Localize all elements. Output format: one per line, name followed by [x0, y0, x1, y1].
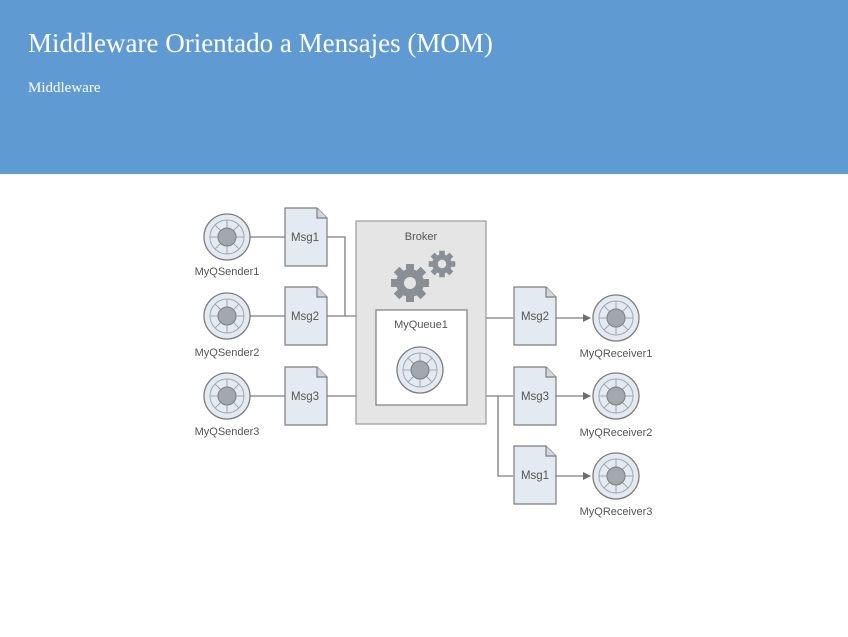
- sender-label: MyQSender3: [195, 426, 260, 438]
- slide-title: Middleware Orientado a Mensajes (MOM): [28, 28, 493, 58]
- sender-2: MyQSender2: [195, 292, 260, 359]
- queue-node-icon: [396, 346, 444, 394]
- node-icon: [592, 372, 640, 420]
- message-label: Msg1: [291, 232, 319, 244]
- sender-label: MyQSender1: [195, 266, 260, 278]
- node-icon: [592, 294, 640, 342]
- sender-message-1: Msg1: [284, 207, 328, 267]
- node-icon: [203, 213, 251, 261]
- node-icon: [592, 452, 640, 500]
- node-icon: [203, 292, 251, 340]
- broker: Broker MyQueue1: [355, 220, 487, 425]
- receiver-3: MyQReceiver3: [580, 452, 653, 518]
- receiver-message-3: Msg1: [513, 445, 557, 505]
- slide-subtitle: Middleware: [28, 80, 101, 96]
- broker-label: Broker: [405, 231, 438, 243]
- sender-message-2: Msg2: [284, 286, 328, 346]
- receiver-label: MyQReceiver2: [580, 427, 653, 439]
- message-label: Msg2: [521, 311, 549, 323]
- receiver-message-1: Msg2: [513, 286, 557, 346]
- slide-header: Middleware Orientado a Mensajes (MOM) Mi…: [0, 0, 848, 174]
- connector-msg1-in: [327, 236, 346, 316]
- connector-queue-out3: [497, 396, 513, 477]
- receiver-2: MyQReceiver2: [580, 372, 653, 439]
- message-label: Msg2: [291, 311, 319, 323]
- sender-label: MyQSender2: [195, 347, 260, 359]
- receiver-message-2: Msg3: [513, 366, 557, 426]
- node-icon: [203, 372, 251, 420]
- receiver-1: MyQReceiver1: [580, 294, 653, 360]
- message-label: Msg1: [521, 470, 549, 482]
- queue-label: MyQueue1: [394, 319, 448, 331]
- receiver-label: MyQReceiver3: [580, 506, 653, 518]
- receiver-label: MyQReceiver1: [580, 348, 653, 360]
- message-label: Msg3: [521, 391, 549, 403]
- sender-1: MyQSender1: [195, 213, 260, 278]
- sender-3: MyQSender3: [195, 372, 260, 438]
- sender-message-3: Msg3: [284, 366, 328, 426]
- message-label: Msg3: [291, 391, 319, 403]
